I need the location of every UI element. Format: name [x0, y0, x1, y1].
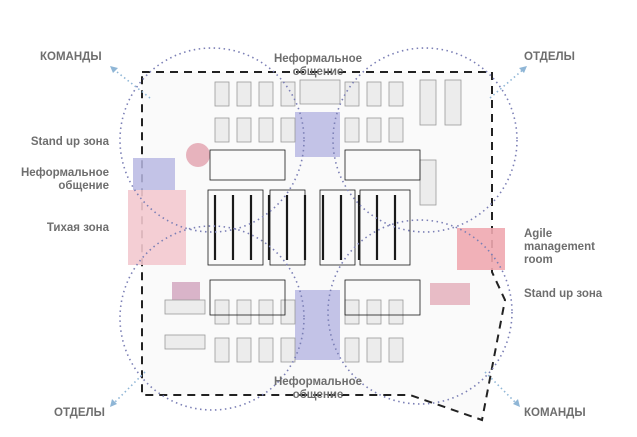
arrow-bottom-left — [111, 371, 146, 406]
label-line: Неформальное — [273, 53, 362, 65]
desk-cluster — [419, 79, 437, 126]
standup-zone-left — [186, 143, 210, 167]
arrowhead-icon — [513, 399, 520, 407]
label-line: Неформальное — [20, 167, 109, 179]
desk-cluster — [344, 299, 360, 325]
informal-zone-bottom — [295, 290, 340, 360]
label-line: общение — [292, 66, 344, 78]
desk-cluster — [258, 81, 274, 107]
meeting-room — [299, 79, 341, 105]
desk-cluster — [280, 299, 296, 325]
desk-cluster — [366, 117, 382, 143]
desk-cluster — [366, 81, 382, 107]
arrowhead-icon — [110, 66, 118, 73]
desk-cluster — [258, 337, 274, 363]
label-line: room — [524, 254, 553, 266]
desk-cluster — [280, 117, 296, 143]
standup-zone-right — [430, 283, 470, 305]
desk-cluster — [388, 337, 404, 363]
informal-zone-top — [295, 112, 340, 157]
desk-cluster — [214, 117, 230, 143]
desk-cluster — [388, 299, 404, 325]
desk-cluster — [164, 299, 206, 315]
desk-cluster — [344, 337, 360, 363]
label-line: Agile — [524, 228, 553, 240]
desk-cluster — [258, 299, 274, 325]
small-meeting-zone — [172, 282, 200, 300]
label-standup-right: Stand up зона — [524, 288, 603, 300]
core-room — [344, 279, 421, 316]
core-room — [209, 149, 286, 181]
desk-cluster — [236, 337, 252, 363]
arrowhead-icon — [110, 399, 117, 407]
desk-cluster — [236, 117, 252, 143]
label-line: management — [524, 241, 595, 253]
desk-cluster — [388, 117, 404, 143]
desk-cluster — [419, 159, 437, 206]
arrow-top-right — [489, 67, 526, 99]
desk-cluster — [236, 81, 252, 107]
zone-circle-top-left — [119, 47, 305, 233]
desk-cluster — [214, 337, 230, 363]
core-room — [344, 149, 421, 181]
label-standup-left: Stand up зона — [30, 136, 109, 148]
core-room — [319, 189, 356, 266]
core-room — [207, 189, 264, 266]
label-departments-top: ОТДЕЛЫ — [524, 51, 575, 63]
desk-cluster — [280, 337, 296, 363]
label-quiet-zone: Тихая зона — [46, 222, 109, 234]
desk-cluster — [366, 337, 382, 363]
core-walls — [207, 149, 421, 316]
zone-circle-bottom-right — [327, 219, 513, 405]
desk-cluster — [214, 81, 230, 107]
informal-zone-left — [133, 158, 175, 190]
desk-cluster — [344, 81, 360, 107]
core-room — [209, 279, 286, 316]
desk-cluster — [444, 79, 462, 126]
desk-cluster — [164, 334, 206, 350]
desk-cluster — [236, 299, 252, 325]
arrow-bottom-right — [484, 371, 519, 406]
arrowhead-icon — [519, 66, 527, 73]
desk-cluster — [280, 81, 296, 107]
label-line: общение — [58, 180, 109, 192]
label-line: Неформальное — [273, 376, 362, 388]
desk-cluster — [388, 81, 404, 107]
desk-cluster — [366, 299, 382, 325]
label-departments-bottom: ОТДЕЛЫ — [54, 407, 105, 419]
desk-cluster — [344, 117, 360, 143]
label-teams-top: КОМАНДЫ — [40, 51, 102, 63]
label-teams-bottom: КОМАНДЫ — [524, 407, 586, 419]
desks — [164, 79, 462, 363]
desk-cluster — [258, 117, 274, 143]
quiet-zone — [128, 190, 186, 265]
desk-cluster — [214, 299, 230, 325]
zone-circle-top-right — [332, 47, 518, 233]
label-line: общение — [292, 389, 344, 401]
zone-circle-bottom-left — [119, 225, 305, 411]
